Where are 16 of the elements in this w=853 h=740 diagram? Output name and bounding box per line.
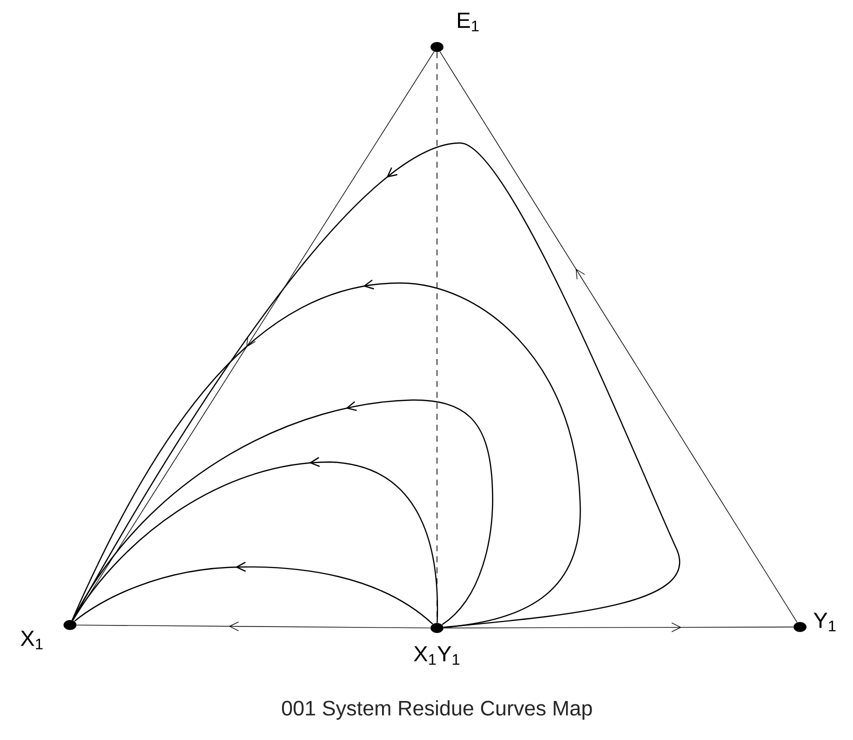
residue-curve — [72, 457, 438, 623]
base-line — [443, 622, 794, 632]
residue-curve — [72, 142, 680, 628]
vertex-dot — [430, 623, 444, 633]
vertex-dot — [794, 622, 806, 632]
vertex-label: E$_{1}$ — [458, 12, 479, 32]
residue-curve — [72, 280, 581, 628]
vertex-label: X$_{1}$ — [20, 630, 43, 650]
triangle-side — [440, 51, 798, 623]
residue-curve — [74, 562, 434, 624]
base-line — [76, 622, 431, 632]
caption: 001 System Residue Curves Map — [282, 700, 592, 720]
vertex-dot — [64, 620, 76, 630]
vertex-label: X$_{1}$Y$_{1}$ — [414, 646, 460, 665]
vertex-dot — [430, 42, 444, 52]
vertex-label: Y$_{1}$ — [814, 612, 836, 632]
